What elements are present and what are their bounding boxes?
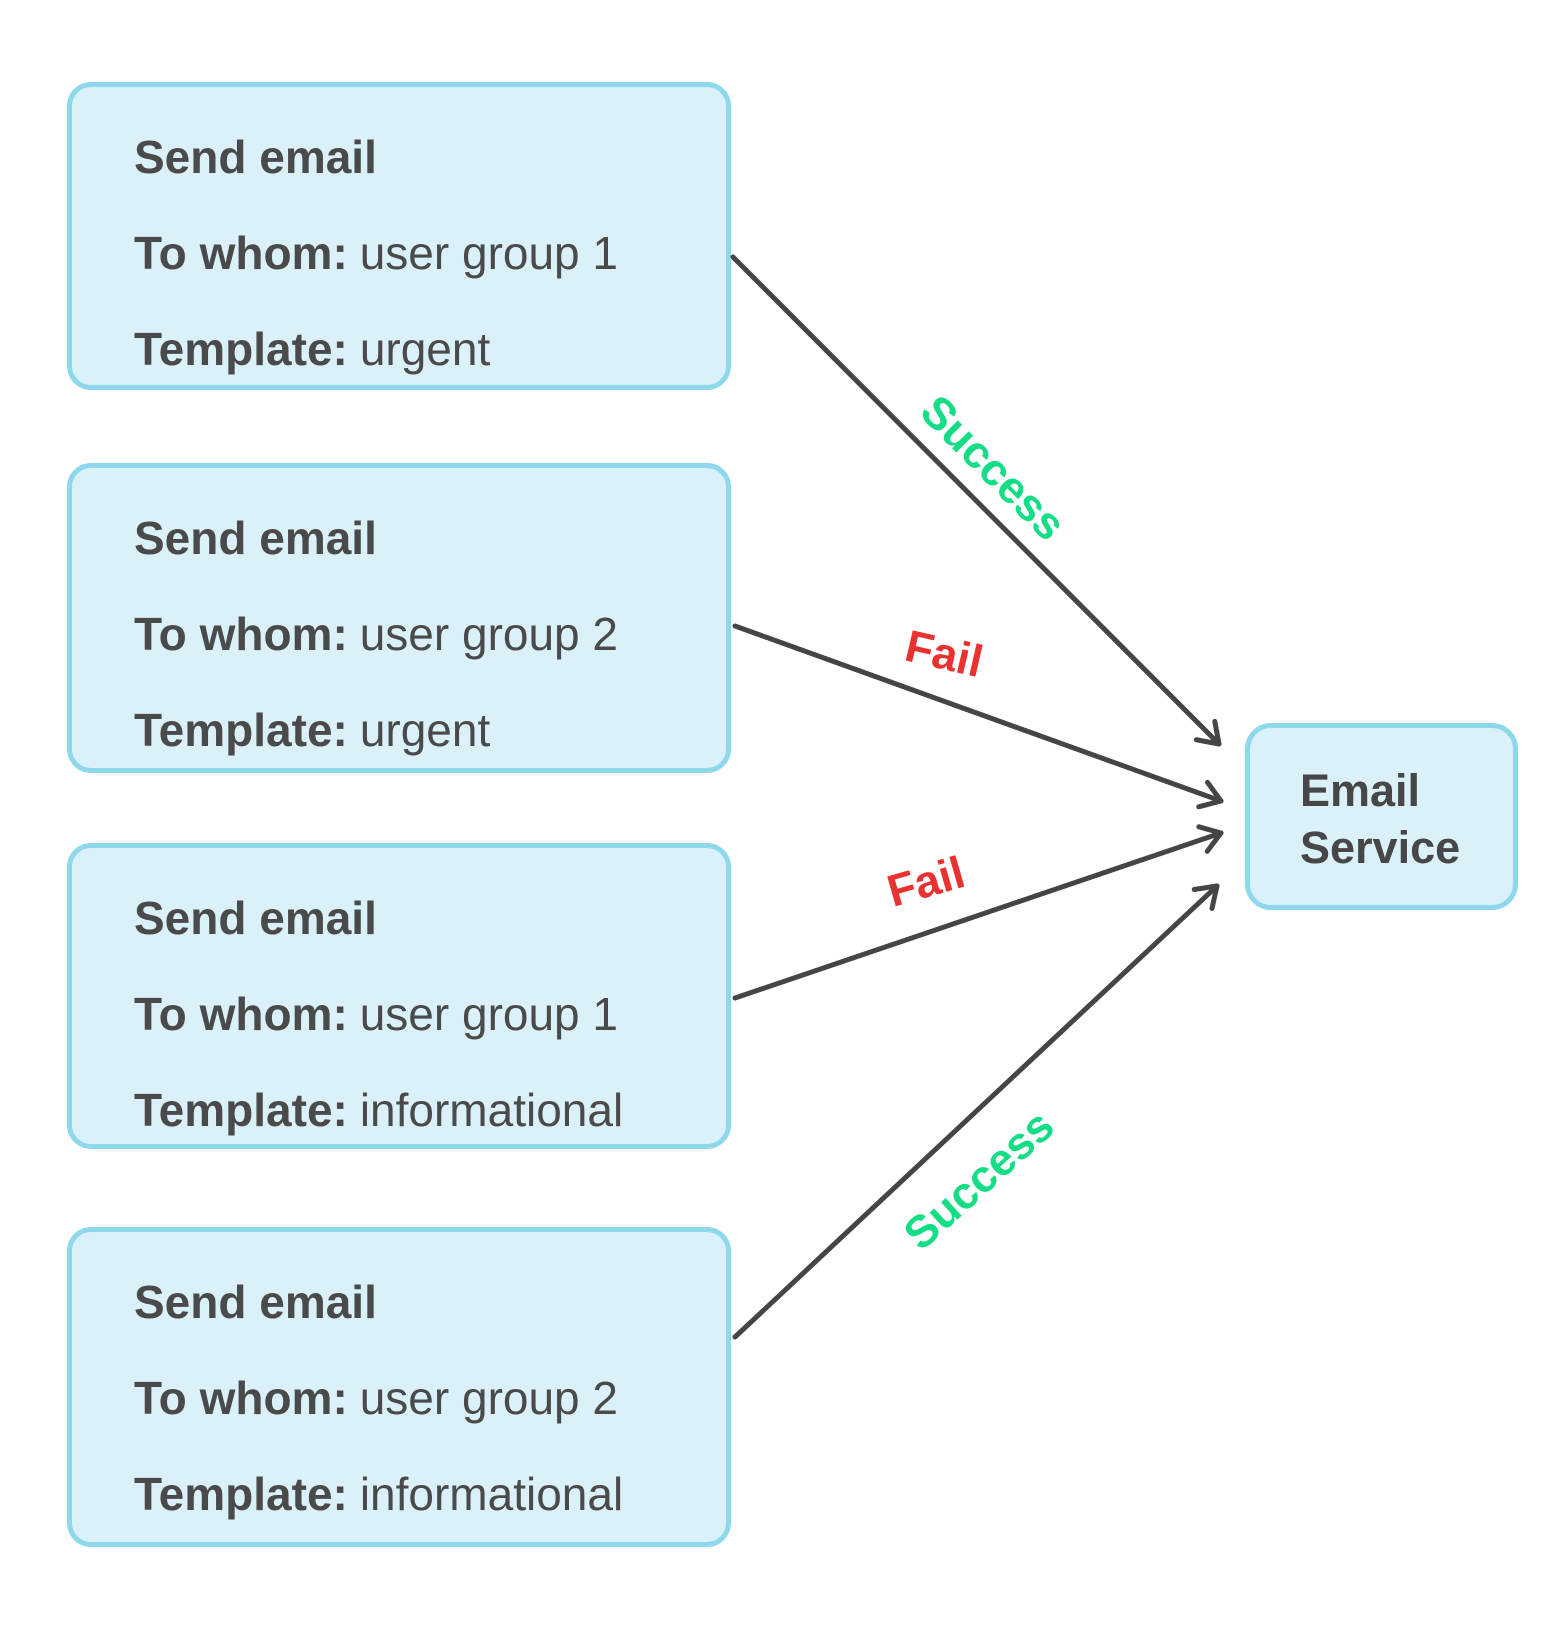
- email-service-box: Email Service: [1245, 723, 1518, 910]
- to-whom-value: user group 2: [359, 1372, 618, 1424]
- to-whom-row: To whom:user group 2: [134, 608, 698, 660]
- to-whom-value: user group 2: [359, 608, 618, 660]
- card-title: Send email: [134, 892, 377, 944]
- to-whom-value: user group 1: [359, 988, 618, 1040]
- arrow-line-success-2: [732, 883, 1220, 1340]
- to-whom-row: To whom:user group 1: [134, 227, 698, 279]
- template-label: Template:: [134, 1468, 348, 1520]
- arrow-label-success-1: Success: [910, 385, 1076, 551]
- to-whom-value: user group 1: [359, 227, 618, 279]
- to-whom-label: To whom:: [134, 227, 348, 279]
- arrow-label-fail-1: Fail: [900, 619, 988, 688]
- template-label: Template:: [134, 1084, 348, 1136]
- send-email-card-1: Send email To whom:user group 1 Template…: [67, 82, 731, 390]
- card-title: Send email: [134, 1276, 377, 1328]
- template-value: informational: [359, 1084, 624, 1136]
- template-label: Template:: [134, 704, 348, 756]
- template-value: informational: [359, 1468, 624, 1520]
- to-whom-row: To whom:user group 2: [134, 1372, 698, 1424]
- card-title: Send email: [134, 131, 377, 183]
- card-title: Send email: [134, 512, 377, 564]
- arrow-label-success-2: Success: [893, 1099, 1064, 1260]
- to-whom-label: To whom:: [134, 988, 348, 1040]
- template-label: Template:: [134, 323, 348, 375]
- template-row: Template:informational: [134, 1468, 698, 1520]
- to-whom-row: To whom:user group 1: [134, 988, 698, 1040]
- template-row: Template:informational: [134, 1084, 698, 1136]
- arrow-label-fail-2: Fail: [881, 846, 971, 917]
- to-whom-label: To whom:: [134, 608, 348, 660]
- to-whom-label: To whom:: [134, 1372, 348, 1424]
- template-row: Template:urgent: [134, 704, 698, 756]
- send-email-card-2: Send email To whom:user group 2 Template…: [67, 463, 731, 773]
- send-email-card-3: Send email To whom:user group 1 Template…: [67, 843, 731, 1149]
- template-value: urgent: [359, 323, 491, 375]
- email-service-label: Email Service: [1300, 765, 1461, 873]
- arrow-line-fail-2: [732, 824, 1224, 1001]
- send-email-card-4: Send email To whom:user group 2 Template…: [67, 1227, 731, 1547]
- template-value: urgent: [359, 704, 491, 756]
- template-row: Template:urgent: [134, 323, 698, 375]
